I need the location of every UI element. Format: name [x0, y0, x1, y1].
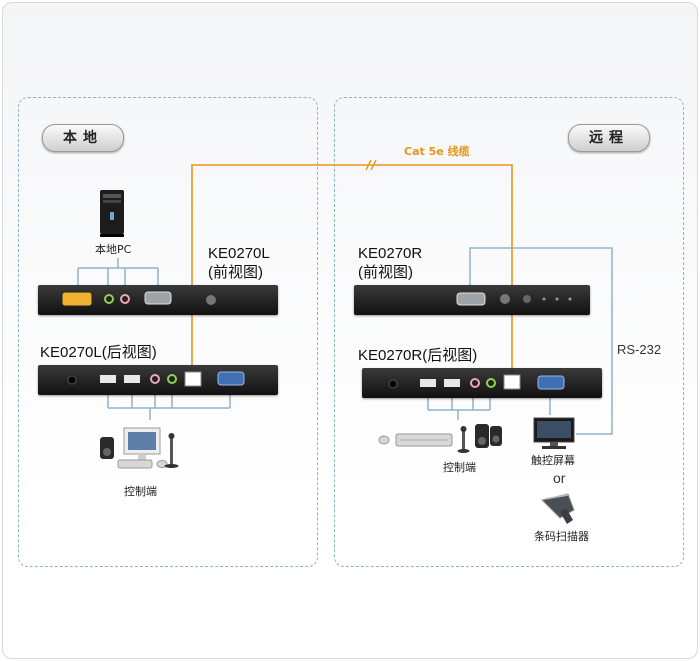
- remote-rear-audio-pink: [470, 378, 480, 388]
- remote-rear-vga-port: [537, 375, 565, 390]
- remote-zone-label: 远程: [568, 124, 650, 152]
- remote-front-suffix: (前视图): [358, 264, 413, 281]
- local-console-wire: [107, 385, 231, 420]
- remote-front-led: [568, 297, 572, 301]
- local-rear-audio-pink: [150, 374, 160, 384]
- rs232-label: RS-232: [617, 342, 662, 357]
- barcode-scanner-label: 条码扫描器: [534, 530, 589, 543]
- remote-front-model: KE0270R: [358, 245, 423, 262]
- remote-rear-rj45-port: [503, 374, 521, 390]
- remote-front-title: KE0270R (前视图): [358, 244, 422, 282]
- local-front-serial-port: [144, 291, 172, 305]
- cat5e-cable: [191, 164, 513, 373]
- remote-rear-power: [388, 379, 398, 389]
- local-rear-title: KE0270L(后视图): [40, 344, 157, 361]
- local-rear-audio-green: [167, 374, 177, 384]
- local-rear-usb-port: [100, 375, 116, 383]
- local-rear-usb-port: [124, 375, 140, 383]
- cable-break-mark: [370, 159, 377, 171]
- local-front-title: KE0270L (前视图): [208, 244, 270, 282]
- local-console-label: 控制端: [124, 485, 157, 498]
- remote-front-led: [555, 297, 559, 301]
- remote-rear-usb-port: [420, 379, 436, 387]
- remote-rear-title: KE0270R(后视图): [358, 347, 478, 364]
- remote-console-label: 控制端: [443, 461, 476, 474]
- remote-front-led: [542, 297, 546, 301]
- remote-front-button: [500, 294, 510, 304]
- local-pc-label: 本地PC: [95, 243, 132, 256]
- rs232-wire: [469, 247, 613, 435]
- local-front-button: [206, 295, 216, 305]
- or-label: or: [553, 470, 566, 486]
- touchscreen-label: 触控屏幕: [531, 454, 575, 467]
- remote-rear-usb-port: [444, 379, 460, 387]
- local-rear-vga-port: [217, 371, 245, 386]
- remote-panel: [334, 97, 684, 567]
- local-zone-label: 本地: [42, 124, 124, 152]
- local-front-suffix: (前视图): [208, 264, 263, 281]
- local-rear-rj45-port: [184, 371, 202, 387]
- local-front-vga-port: [61, 291, 93, 307]
- local-rear-power: [67, 375, 77, 385]
- remote-front-led: [523, 295, 531, 303]
- local-pc-wire: [77, 258, 159, 290]
- remote-console-wire: [427, 395, 491, 420]
- cable-label: Cat 5e 线缆: [404, 145, 470, 158]
- cable-break-mark: [365, 159, 372, 171]
- local-front-audio-pink: [120, 294, 130, 304]
- local-panel: [18, 97, 318, 567]
- remote-rear-audio-green: [486, 378, 496, 388]
- remote-front-serial-port: [456, 292, 486, 306]
- local-front-model: KE0270L: [208, 245, 270, 262]
- local-front-audio-green: [104, 294, 114, 304]
